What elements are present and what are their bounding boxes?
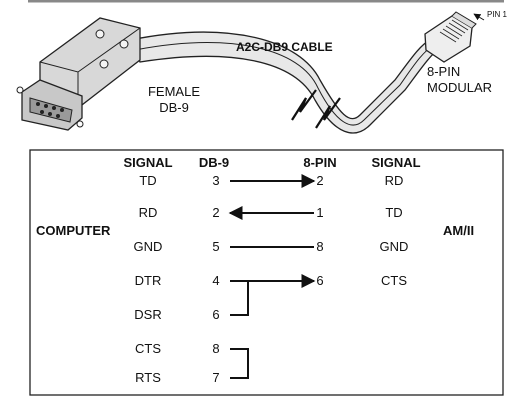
row-left-signal: DTR	[135, 273, 162, 288]
row-right-signal: GND	[380, 239, 409, 254]
row-left-signal: RTS	[135, 370, 161, 385]
row-db9-pin: 2	[212, 205, 219, 220]
header-signal-right: SIGNAL	[371, 155, 420, 170]
row-8pin-pin: 1	[316, 205, 323, 220]
wiring-table-frame	[29, 149, 504, 396]
row-left-signal: GND	[134, 239, 163, 254]
row-8pin-pin: 8	[316, 239, 323, 254]
row-left-signal: CTS	[135, 341, 161, 356]
modular-plug	[424, 11, 485, 63]
cable-name: A2C-DB9 CABLE	[236, 40, 333, 54]
row-right-signal: CTS	[381, 273, 407, 288]
row-db9-pin: 8	[212, 341, 219, 356]
row-left-signal: TD	[139, 173, 156, 188]
row-8pin-pin: 2	[316, 173, 323, 188]
header-signal-left: SIGNAL	[123, 155, 172, 170]
jumper-rts-cts	[230, 348, 249, 379]
row-db9-pin: 6	[212, 307, 219, 322]
computer-label: COMPUTER	[36, 223, 111, 238]
jumper-dsr-dtr	[230, 281, 249, 316]
header-8pin: 8-PIN	[303, 155, 336, 170]
row-8pin-pin: 6	[316, 273, 323, 288]
row-right-signal: RD	[385, 173, 404, 188]
right-connector-label-2: MODULAR	[427, 80, 492, 95]
right-connector-label-1: 8-PIN	[427, 64, 460, 79]
am-ii-label: AM/II	[443, 223, 474, 238]
pin1-arrow	[473, 13, 485, 21]
header-db9: DB-9	[199, 155, 229, 170]
row-db9-pin: 3	[212, 173, 219, 188]
pin1-label: PIN 1	[487, 10, 508, 19]
row-left-signal: DSR	[134, 307, 161, 322]
cable-stripe	[134, 42, 436, 126]
row-db9-pin: 4	[212, 273, 219, 288]
row-right-signal: TD	[385, 205, 402, 220]
left-connector-label-1: FEMALE	[148, 84, 200, 99]
row-left-signal: RD	[139, 205, 158, 220]
row-db9-pin: 7	[212, 370, 219, 385]
row-db9-pin: 5	[212, 239, 219, 254]
left-connector-label-2: DB-9	[159, 100, 189, 115]
db9-connector	[16, 17, 141, 131]
cable-break-marks	[291, 89, 341, 129]
cable-illustration: PIN 1 A2C-DB9 CABLE FEMALE DB-9 8-PIN MO…	[16, 10, 508, 134]
